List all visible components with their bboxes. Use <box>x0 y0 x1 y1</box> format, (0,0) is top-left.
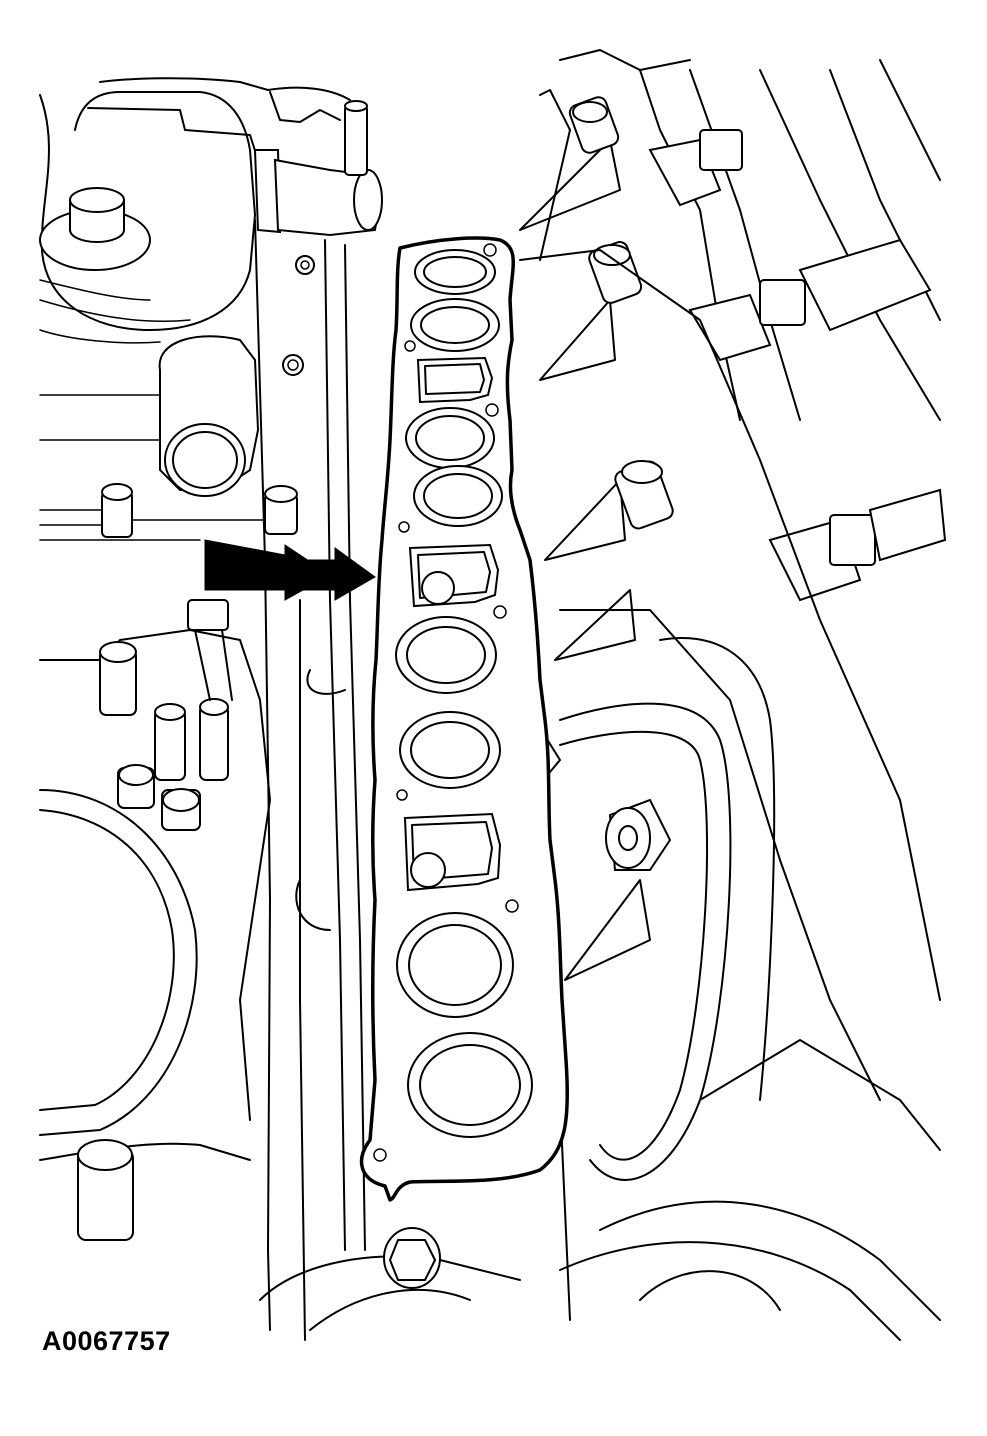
arrow-icon <box>284 547 376 601</box>
thermostat-housing <box>39 335 260 497</box>
intake-manifold-gasket <box>359 236 570 1202</box>
gasket-port-3 <box>405 407 495 469</box>
gasket-port-8 <box>407 1032 533 1138</box>
timing-cover-lower-left <box>39 599 271 1241</box>
bolt-group-left <box>39 483 298 541</box>
gasket-port-1 <box>414 249 496 295</box>
figure-reference-code: A0067757 <box>42 1326 171 1356</box>
gasket-port-5 <box>395 616 497 694</box>
coolant-fitting-top <box>253 100 383 237</box>
gasket-port-2 <box>410 298 500 352</box>
pointer-arrows <box>204 539 376 601</box>
engine-block-upper-left <box>39 77 351 344</box>
gasket-coolant-port-1 <box>416 356 494 404</box>
cylinder-head-rails <box>254 219 366 1341</box>
gasket-port-6 <box>399 711 501 789</box>
fuel-rail-assembly <box>519 49 947 1101</box>
gasket-port-4 <box>413 465 503 527</box>
gasket-port-7 <box>396 912 514 1018</box>
bolt-group-upper <box>282 255 315 376</box>
